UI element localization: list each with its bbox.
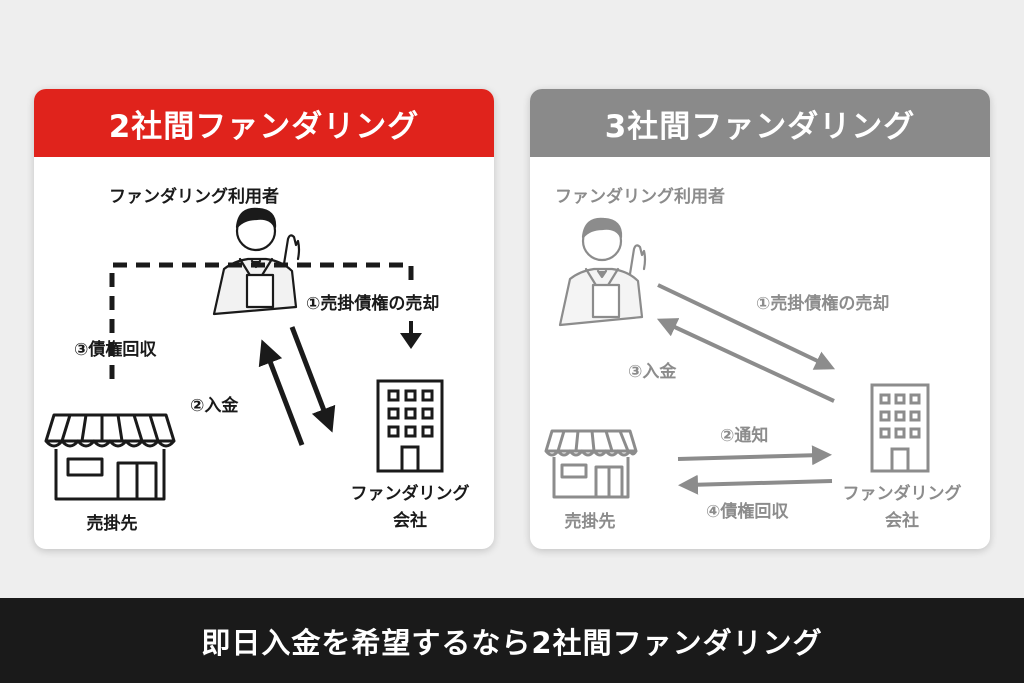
shop-icon-muted bbox=[544, 429, 638, 499]
three-party-title: 3社間ファンダリング bbox=[530, 89, 990, 157]
right-step3-label: ③入金 bbox=[628, 361, 677, 382]
collection-arrow-muted bbox=[678, 474, 833, 495]
left-customer-label: 売掛先 bbox=[87, 513, 138, 534]
two-party-title: 2社間ファンダリング bbox=[34, 89, 494, 157]
left-user-label: ファンダリング利用者 bbox=[109, 186, 279, 207]
right-step1-label: ①売掛債権の売却 bbox=[756, 293, 889, 314]
left-step1-label: ①売掛債権の売却 bbox=[306, 293, 439, 314]
footer-banner: 即日入金を希望するなら2社間ファンダリング bbox=[0, 598, 1024, 683]
two-party-diagram: ファンダリング利用者 ①売掛債権の売却 ③債権回収 ②入金 bbox=[44, 186, 470, 534]
right-user-label: ファンダリング利用者 bbox=[555, 186, 725, 207]
payment-arrow-muted bbox=[656, 318, 835, 403]
businessman-icon-muted bbox=[558, 217, 647, 327]
right-step2-label: ②通知 bbox=[720, 425, 768, 446]
building-icon bbox=[376, 379, 444, 473]
sale-arrow-muted bbox=[657, 283, 836, 370]
businessman-icon bbox=[212, 207, 301, 316]
shop-icon bbox=[44, 413, 176, 501]
left-company-line1: ファンダリング bbox=[351, 483, 470, 504]
sale-arrowhead bbox=[400, 333, 422, 349]
left-company-line2: 会社 bbox=[393, 510, 427, 531]
building-icon-muted bbox=[870, 383, 930, 473]
collection-dashed-route bbox=[109, 262, 414, 379]
sale-down-diagonal-arrow bbox=[289, 326, 336, 433]
left-step3-label: ③債権回収 bbox=[74, 339, 157, 360]
right-step4-label: ④債権回収 bbox=[706, 501, 789, 522]
three-party-diagram: ファンダリング利用者 ①売掛債権の売却 ③入金 ②通知 ④債権回収 bbox=[544, 186, 962, 532]
right-customer-label: 売掛先 bbox=[565, 511, 616, 532]
two-party-panel: 2社間ファンダリング ファンダリング利用者 ①売 bbox=[34, 89, 494, 549]
left-step2-label: ②入金 bbox=[190, 395, 239, 416]
right-company-line1: ファンダリング bbox=[843, 483, 962, 504]
right-company-line2: 会社 bbox=[885, 510, 919, 531]
three-party-panel: 3社間ファンダリング ファンダリング利用者 ①売掛債権の売却 ③入金 bbox=[530, 89, 990, 549]
payment-up-arrow bbox=[258, 339, 305, 446]
notice-arrow-muted bbox=[677, 445, 832, 466]
